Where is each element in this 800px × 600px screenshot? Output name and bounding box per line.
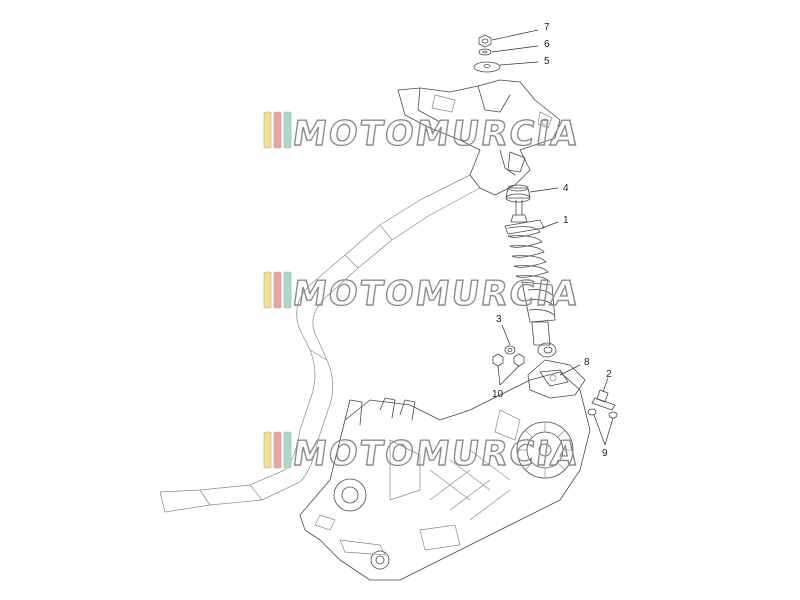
- watermark-text: MOTOMURCIA: [290, 434, 582, 474]
- engine-crankcase: [299, 371, 591, 581]
- callout-1: 1: [563, 215, 569, 226]
- watermark-logo: MOTOMURCIA: [263, 431, 583, 475]
- callout-8: 8: [584, 357, 590, 368]
- callout-3: 3: [496, 314, 502, 325]
- callout-2: 2: [606, 369, 612, 380]
- lower-mount-parts: [492, 345, 618, 419]
- callout-4: 4: [563, 183, 569, 194]
- callout-10: 10: [492, 389, 504, 400]
- watermark-logo: MOTOMURCIA: [263, 271, 583, 315]
- watermark-text: MOTOMURCIA: [290, 114, 582, 154]
- callout-6: 6: [544, 39, 550, 50]
- callout-5: 5: [544, 56, 550, 67]
- watermark-logo: MOTOMURCIA: [263, 111, 583, 155]
- callout-9: 9: [602, 448, 608, 459]
- upper-frame-bracket: [397, 79, 561, 196]
- leader-lines: [491, 29, 614, 446]
- callout-7: 7: [544, 22, 550, 33]
- shock-absorber: [504, 199, 557, 358]
- watermark-text: MOTOMURCIA: [290, 274, 582, 314]
- callouts: 7 6 5 4 1 3 8 2 10 9: [492, 22, 612, 459]
- top-mount-parts: [473, 34, 501, 73]
- rubber-bush: [505, 184, 531, 203]
